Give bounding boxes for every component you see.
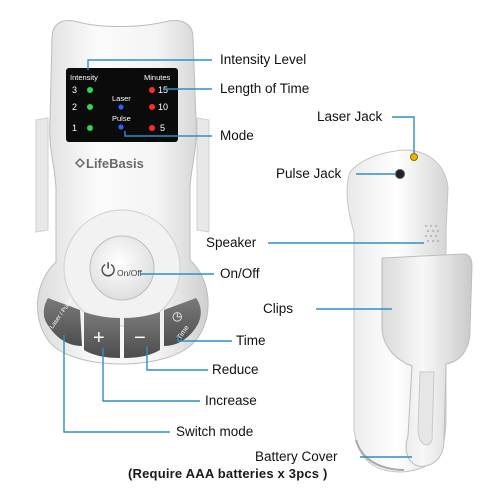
callout-time: Time xyxy=(236,333,266,348)
minutes-value-5: 5 xyxy=(160,123,165,133)
pulse-jack xyxy=(395,169,405,179)
time-button[interactable]: ◷ Time xyxy=(164,298,201,346)
intensity-led-3 xyxy=(87,87,93,93)
time-icon: ◷ xyxy=(172,309,182,323)
callout-laser-jack: Laser Jack xyxy=(317,109,383,124)
leader-switch-mode xyxy=(63,335,170,433)
pulse-label: Pulse xyxy=(112,114,131,123)
right-side-grip xyxy=(196,117,210,233)
minutes-led-5 xyxy=(149,125,155,131)
leader-laser-jack xyxy=(392,116,415,153)
leader-intensity-level xyxy=(87,59,212,70)
minutes-value-10: 10 xyxy=(158,102,168,112)
callout-pulse-jack: Pulse Jack xyxy=(276,166,342,181)
battery-cover-seam xyxy=(355,439,405,471)
clip-slot xyxy=(417,371,435,446)
callout-intensity-level: Intensity Level xyxy=(220,52,307,67)
callout-length-of-time: Length of Time xyxy=(220,81,310,96)
brand-logo: LifeBasis xyxy=(86,156,144,171)
intensity-led-2 xyxy=(87,104,93,110)
minutes-label: Minutes xyxy=(144,73,171,82)
speaker-grille xyxy=(424,224,440,243)
laser-led xyxy=(118,104,124,110)
reduce-button[interactable]: − xyxy=(124,312,160,358)
callout-switch-mode: Switch mode xyxy=(176,424,254,439)
callout-increase: Increase xyxy=(205,393,257,408)
reduce-icon: − xyxy=(134,327,146,349)
callout-clips: Clips xyxy=(263,301,294,316)
pulse-led xyxy=(118,124,124,130)
leader-mode xyxy=(124,131,212,137)
intensity-label: Intensity xyxy=(70,73,98,82)
callout-mode: Mode xyxy=(220,128,254,143)
increase-icon: + xyxy=(93,327,105,349)
minutes-led-10 xyxy=(149,104,155,110)
battery-requirement-note: (Require AAA batteries x 3pcs ) xyxy=(128,466,328,481)
power-button-label: On/Off xyxy=(117,268,143,278)
left-side-grip xyxy=(35,117,49,233)
side-device xyxy=(346,149,473,473)
intensity-level-3: 3 xyxy=(72,85,77,95)
callout-battery-cover: Battery Cover xyxy=(255,449,338,464)
callout-on-off: On/Off xyxy=(220,266,260,281)
leader-increase xyxy=(102,348,200,402)
leader-lines xyxy=(63,59,424,458)
increase-button[interactable]: + xyxy=(84,312,120,358)
callout-reduce: Reduce xyxy=(212,362,259,377)
leader-reduce xyxy=(146,346,208,371)
belt-clip xyxy=(381,253,473,467)
intensity-led-1 xyxy=(87,125,93,131)
intensity-level-2: 2 xyxy=(72,102,77,112)
laser-jack xyxy=(410,153,418,161)
minutes-value-15: 15 xyxy=(158,85,168,95)
power-button[interactable]: ⏻ On/Off xyxy=(89,235,155,301)
callout-speaker: Speaker xyxy=(206,235,257,250)
laser-label: Laser xyxy=(112,94,131,103)
minutes-led-15 xyxy=(149,87,155,93)
front-device: Intensity Minutes 3 2 1 Laser Pulse 15 1… xyxy=(35,20,210,365)
intensity-level-1: 1 xyxy=(72,123,77,133)
brand-logo-mark xyxy=(74,157,86,169)
power-icon: ⏻ xyxy=(101,260,115,280)
leader-time xyxy=(177,336,232,342)
